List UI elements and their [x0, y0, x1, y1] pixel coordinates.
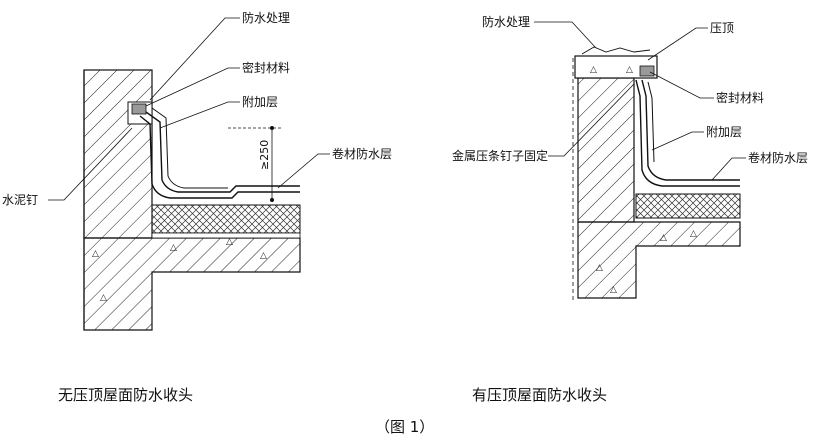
left-diagram: △ △ △ △ △ ≥250 防水处理 密封材料 附加层 卷材防水层 水泥钉 — [2, 10, 392, 331]
svg-text:△: △ — [226, 237, 233, 247]
svg-text:△: △ — [610, 285, 617, 295]
left-dimension: ≥250 — [258, 140, 271, 170]
left-label-cement-nail: 水泥钉 — [2, 193, 38, 207]
left-label-additional-layer: 附加层 — [242, 95, 278, 109]
right-label-coping: 压顶 — [710, 21, 734, 35]
right-label-membrane: 卷材防水层 — [748, 150, 808, 165]
right-coping — [574, 55, 658, 79]
left-caption: 无压顶屋面防水收头 — [58, 386, 193, 404]
svg-text:△: △ — [100, 293, 107, 303]
left-sealant — [131, 103, 147, 115]
right-insulation — [635, 193, 741, 219]
svg-text:△: △ — [170, 243, 177, 253]
right-label-sealant: 密封材料 — [716, 90, 764, 105]
left-wall — [83, 69, 153, 239]
right-label-additional-layer: 附加层 — [706, 125, 742, 139]
left-label-membrane: 卷材防水层 — [332, 146, 392, 161]
right-diagram: △ △ △ △ △ △ 防水处理 压顶 密封材料 金属压条钉子固定 附加层 卷材… — [452, 14, 808, 300]
left-insulation — [151, 204, 301, 234]
svg-text:△: △ — [690, 229, 697, 239]
svg-text:△: △ — [626, 65, 633, 75]
right-label-metal-strip: 金属压条钉子固定 — [452, 148, 548, 163]
svg-text:△: △ — [590, 65, 597, 75]
right-label-waterproof-treatment: 防水处理 — [482, 14, 530, 29]
left-label-waterproof-treatment: 防水处理 — [242, 10, 290, 25]
left-slab — [83, 237, 301, 331]
right-caption: 有压顶屋面防水收头 — [472, 386, 607, 404]
right-sealant — [639, 65, 655, 77]
right-wall — [577, 77, 635, 223]
svg-text:△: △ — [596, 263, 603, 273]
svg-text:△: △ — [260, 251, 267, 261]
right-slab — [577, 221, 741, 299]
figure-caption: （图 1） — [375, 418, 434, 436]
svg-text:△: △ — [92, 249, 99, 259]
svg-text:△: △ — [660, 233, 667, 243]
left-label-sealant: 密封材料 — [242, 60, 290, 75]
